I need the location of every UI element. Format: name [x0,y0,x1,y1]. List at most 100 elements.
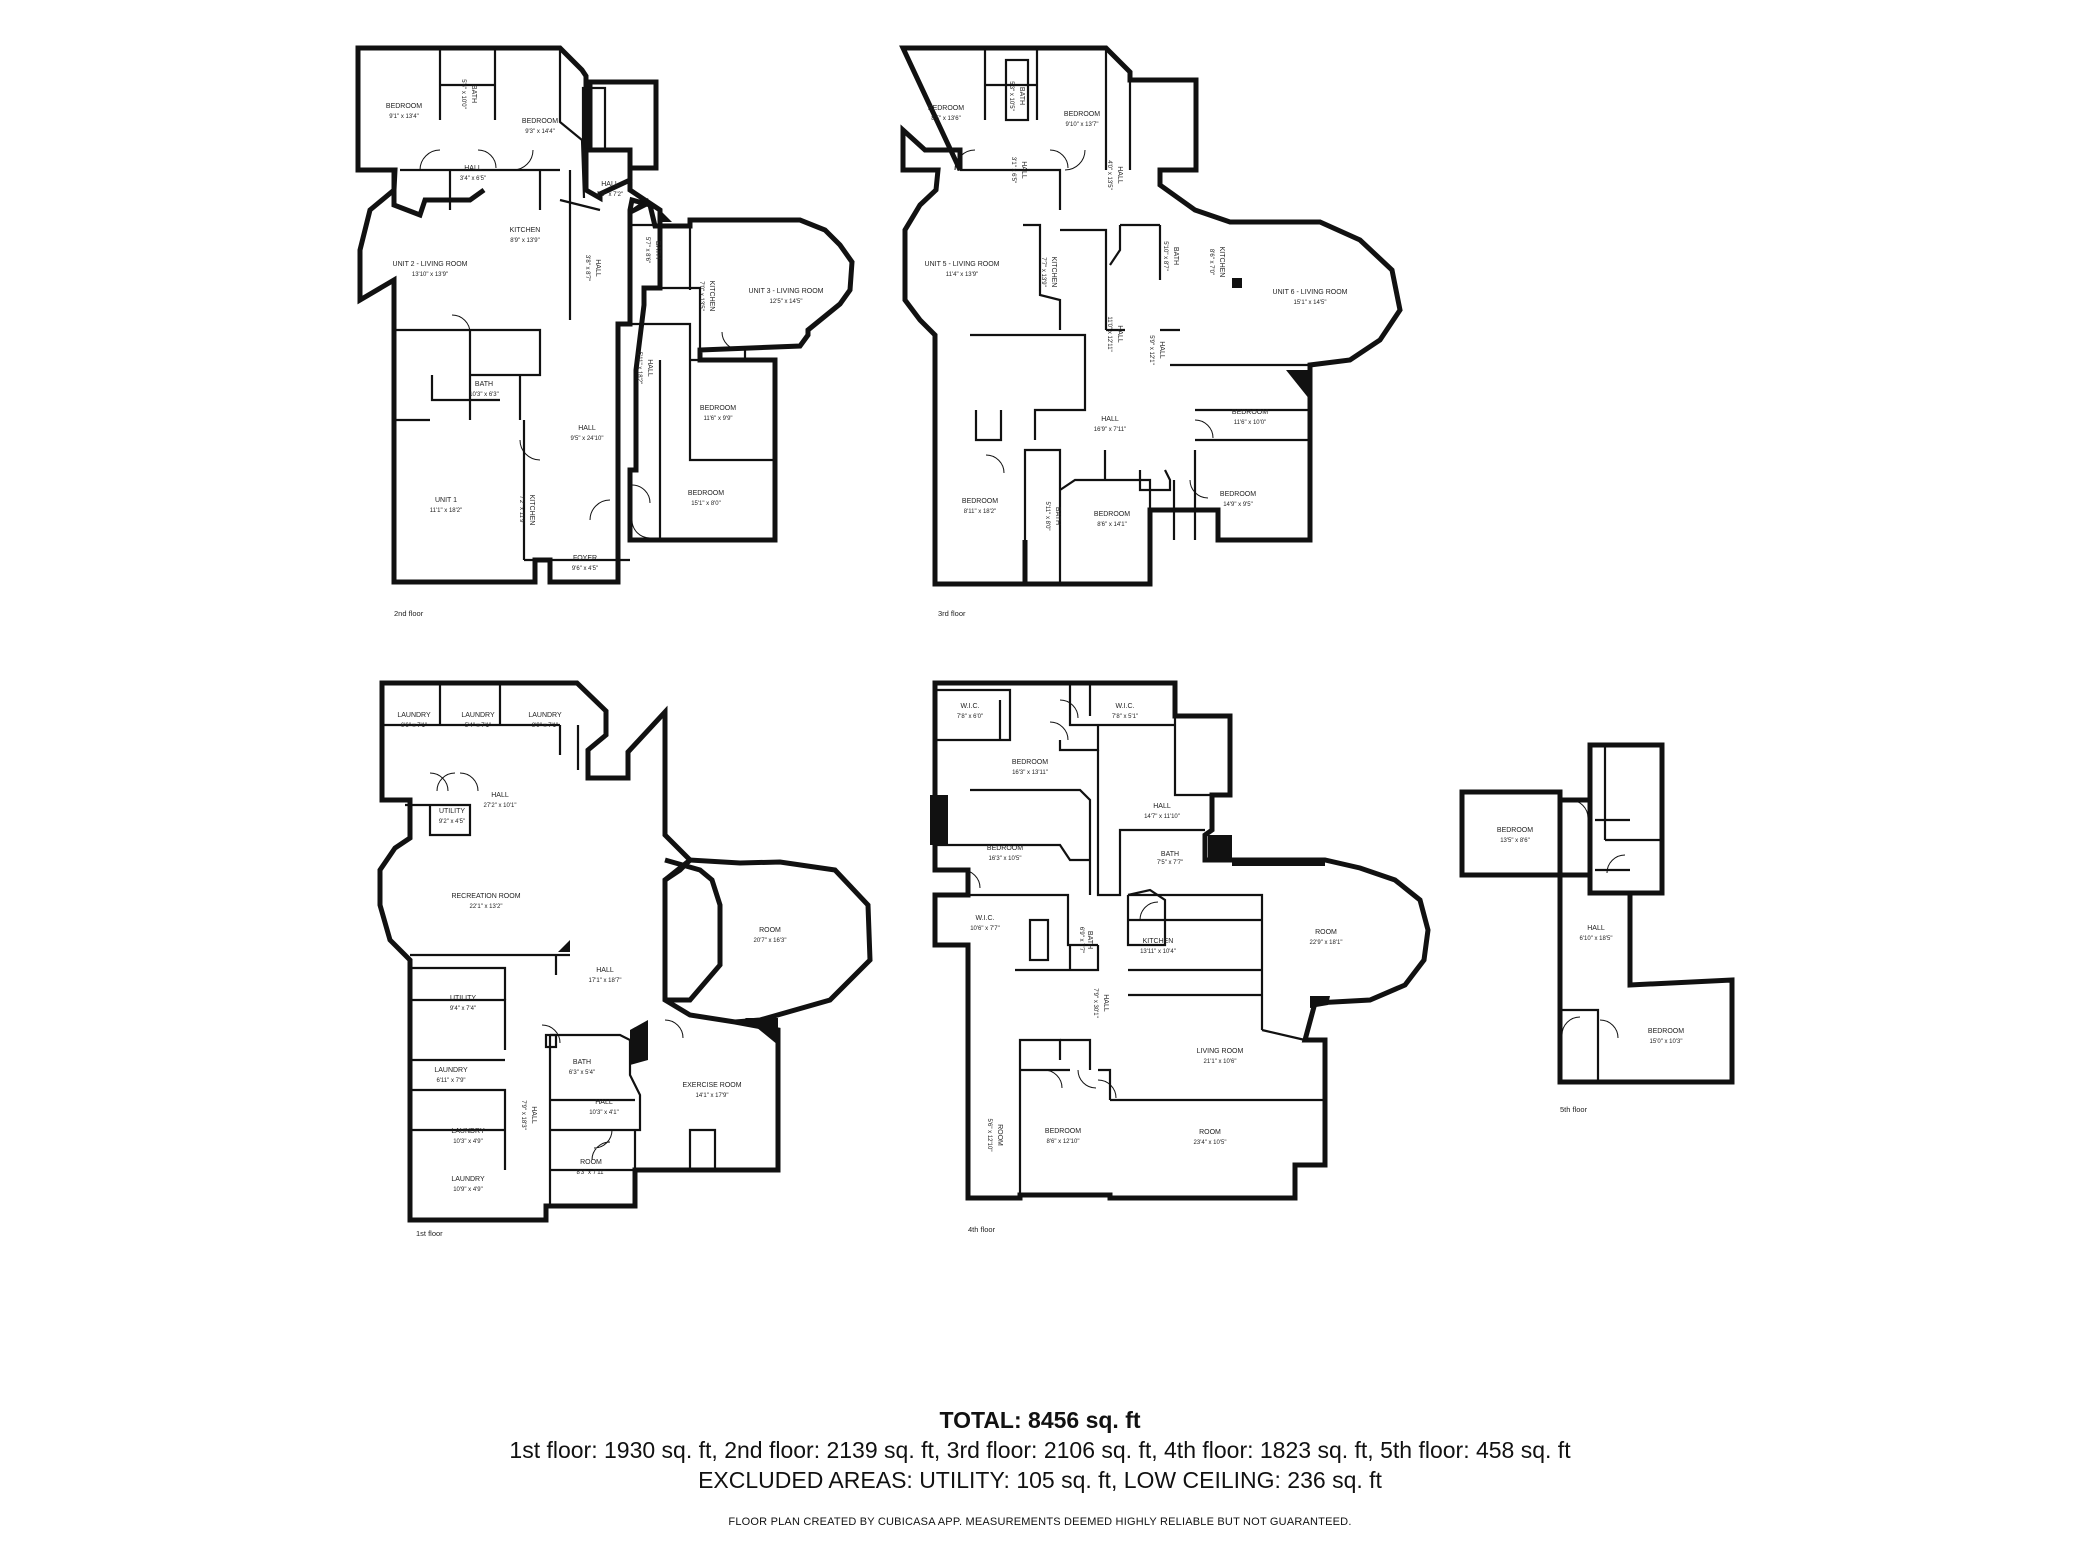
room-label: UTILITY [439,808,465,815]
room-label: KITCHEN [1218,247,1225,278]
room-dims: 7'7" x 13'9" [1040,257,1046,287]
room-dims: 7'0" x 13'5" [698,281,704,311]
room-dims: 8'6" x 12'10" [1047,1139,1080,1145]
room-label: BEDROOM [522,118,558,125]
room-label: BEDROOM [1012,759,1048,766]
disclaimer: FLOOR PLAN CREATED BY CUBICASA APP. MEAS… [728,1516,1352,1528]
room-dims: 9'2" x 4'5" [439,819,465,825]
room-dims: 11'1" x 18'2" [430,508,462,514]
room-dims: 5'11" x 18'2" [636,352,642,384]
room-dims: 14'9" x 9'5" [1223,502,1253,508]
room-dims: 10'3" x 4'9" [453,1139,483,1145]
room-label: UNIT 6 - LIVING ROOM [1273,289,1348,296]
room-label: HALL [578,425,596,432]
room-dims: 3'1" x 6'5" [1010,157,1016,183]
room-dims: 10'3" x 6'3" [469,392,499,398]
room-dims: 7'8" x 6'0" [957,714,983,720]
room-dims: 5'7" x 8'6" [644,237,650,263]
room-dims: 9'4" x 7'4" [450,1006,476,1012]
room-dims: 5'3" x 10'5" [1008,81,1014,111]
room-dims: 13'11" x 10'4" [1140,949,1176,955]
room-label: HALL [596,967,614,974]
room-label: HALL [1020,161,1027,179]
room-label: RECREATION ROOM [451,893,520,900]
room-label: HALL [1158,341,1165,359]
floor-5-plan: 5th floor BEDROOM 13'5" x 8'6" HALL 6'10… [1459,742,1735,1114]
room-label: KITCHEN [510,227,541,234]
room-label: BEDROOM [688,490,724,497]
room-dims: 13'10" x 13'9" [412,272,448,278]
room-dims: 13'5" x 8'6" [1500,838,1530,844]
room-label: ROOM [580,1159,602,1166]
room-dims: 5'10" x 8'7" [1162,241,1168,271]
total-area: TOTAL: 8456 sq. ft [939,1407,1141,1433]
room-dims: 14'7" x 11'10" [1144,814,1180,820]
room-label: LAUNDRY [434,1067,468,1074]
room-dims: 14'1" x 17'9" [696,1093,729,1099]
floor-2-plan: 2nd floor BEDROOM 9'1" x 13'4" BATH 5'4"… [355,45,855,618]
floor-3-label: 3rd floor [938,609,966,618]
room-label: BEDROOM [386,103,422,110]
room-dims: 9'10" x 13'7" [1066,122,1099,128]
room-label: HALL [1102,994,1109,1012]
room-dims: 7'9" x 7'2" [597,192,623,198]
room-label: HALL [1153,803,1171,810]
room-dims: 11'6" x 9'9" [703,416,732,422]
room-dims: 6'10" x 18'5" [1580,936,1613,942]
room-dims: 9'6" x 4'5" [572,566,598,572]
room-dims: 10'3" x 4'1" [589,1110,619,1116]
room-label: UTILITY [450,995,476,1002]
room-dims: 5'6" x 12'10" [986,1119,992,1152]
floor-1-plan: 1st floor LAUNDRY 6'6" x 7'1" LAUNDRY 5'… [377,680,873,1238]
room-dims: 23'4" x 10'5" [1194,1140,1227,1146]
room-dims: 3'8" x 8'7" [584,255,590,281]
room-label: BEDROOM [700,405,736,412]
room-label: BATH [470,85,477,103]
room-label: BEDROOM [1064,111,1100,118]
room-label: LIVING ROOM [1197,1048,1244,1055]
room-label: BATH [1018,87,1025,105]
room-dims: 6'9" x 7'7" [1078,927,1084,953]
floor-1-label: 1st floor [416,1229,443,1238]
floor-areas: 1st floor: 1930 sq. ft, 2nd floor: 2139 … [509,1437,1571,1463]
room-dims: 8'6" x 7'0" [1208,249,1214,275]
room-label: BEDROOM [1497,827,1533,834]
room-dims: 6'11" x 7'9" [436,1078,465,1084]
room-label: ROOM [759,927,781,934]
room-label: BATH [654,241,661,259]
room-label: LAUNDRY [528,712,562,719]
room-dims: 10'6" x 7'7" [970,926,1000,932]
room-label: HALL [491,792,509,799]
room-dims: 9'5" x 24'10" [571,436,604,442]
room-label: LAUNDRY [451,1128,485,1135]
room-dims: 22'9" x 18'1" [1310,940,1343,946]
room-label: BEDROOM [1648,1028,1684,1035]
room-label: LAUNDRY [461,712,495,719]
room-label: W.I.C. [960,703,979,710]
room-label: HALL [464,165,482,172]
room-dims: 7'5" x 7'7" [1157,860,1183,866]
room-label: KITCHEN [1050,257,1057,288]
room-label: BEDROOM [962,498,998,505]
room-label: HALL [595,1099,613,1106]
room-dims: 11'0" x 12'11" [1106,316,1112,351]
room-label: FOYER [573,555,597,562]
room-dims: 11'4" x 13'9" [946,272,978,278]
room-label: HALL [1116,166,1123,184]
room-dims: 12'5" x 14'5" [770,299,803,305]
room-label: BATH [475,381,493,388]
room-dims: 8'5" x 13'6" [931,116,961,122]
room-label: HALL [646,359,653,377]
room-dims: 4'0" x 13'5" [1106,160,1112,190]
room-dims: 16'3" x 13'11" [1012,770,1048,776]
room-label: BATH [1054,507,1061,525]
room-label: BATH [1172,247,1179,265]
room-dims: 8'3" x 7'11" [576,1170,605,1176]
room-label: BEDROOM [928,105,964,112]
room-label: LAUNDRY [397,712,431,719]
room-label: BATH [1086,931,1093,949]
room-dims: 16'9" x 7'11" [1094,427,1126,433]
room-label: UNIT 2 - LIVING ROOM [393,261,468,268]
room-label: ROOM [996,1124,1003,1146]
room-dims: 8'9" x 7'1" [532,723,558,729]
